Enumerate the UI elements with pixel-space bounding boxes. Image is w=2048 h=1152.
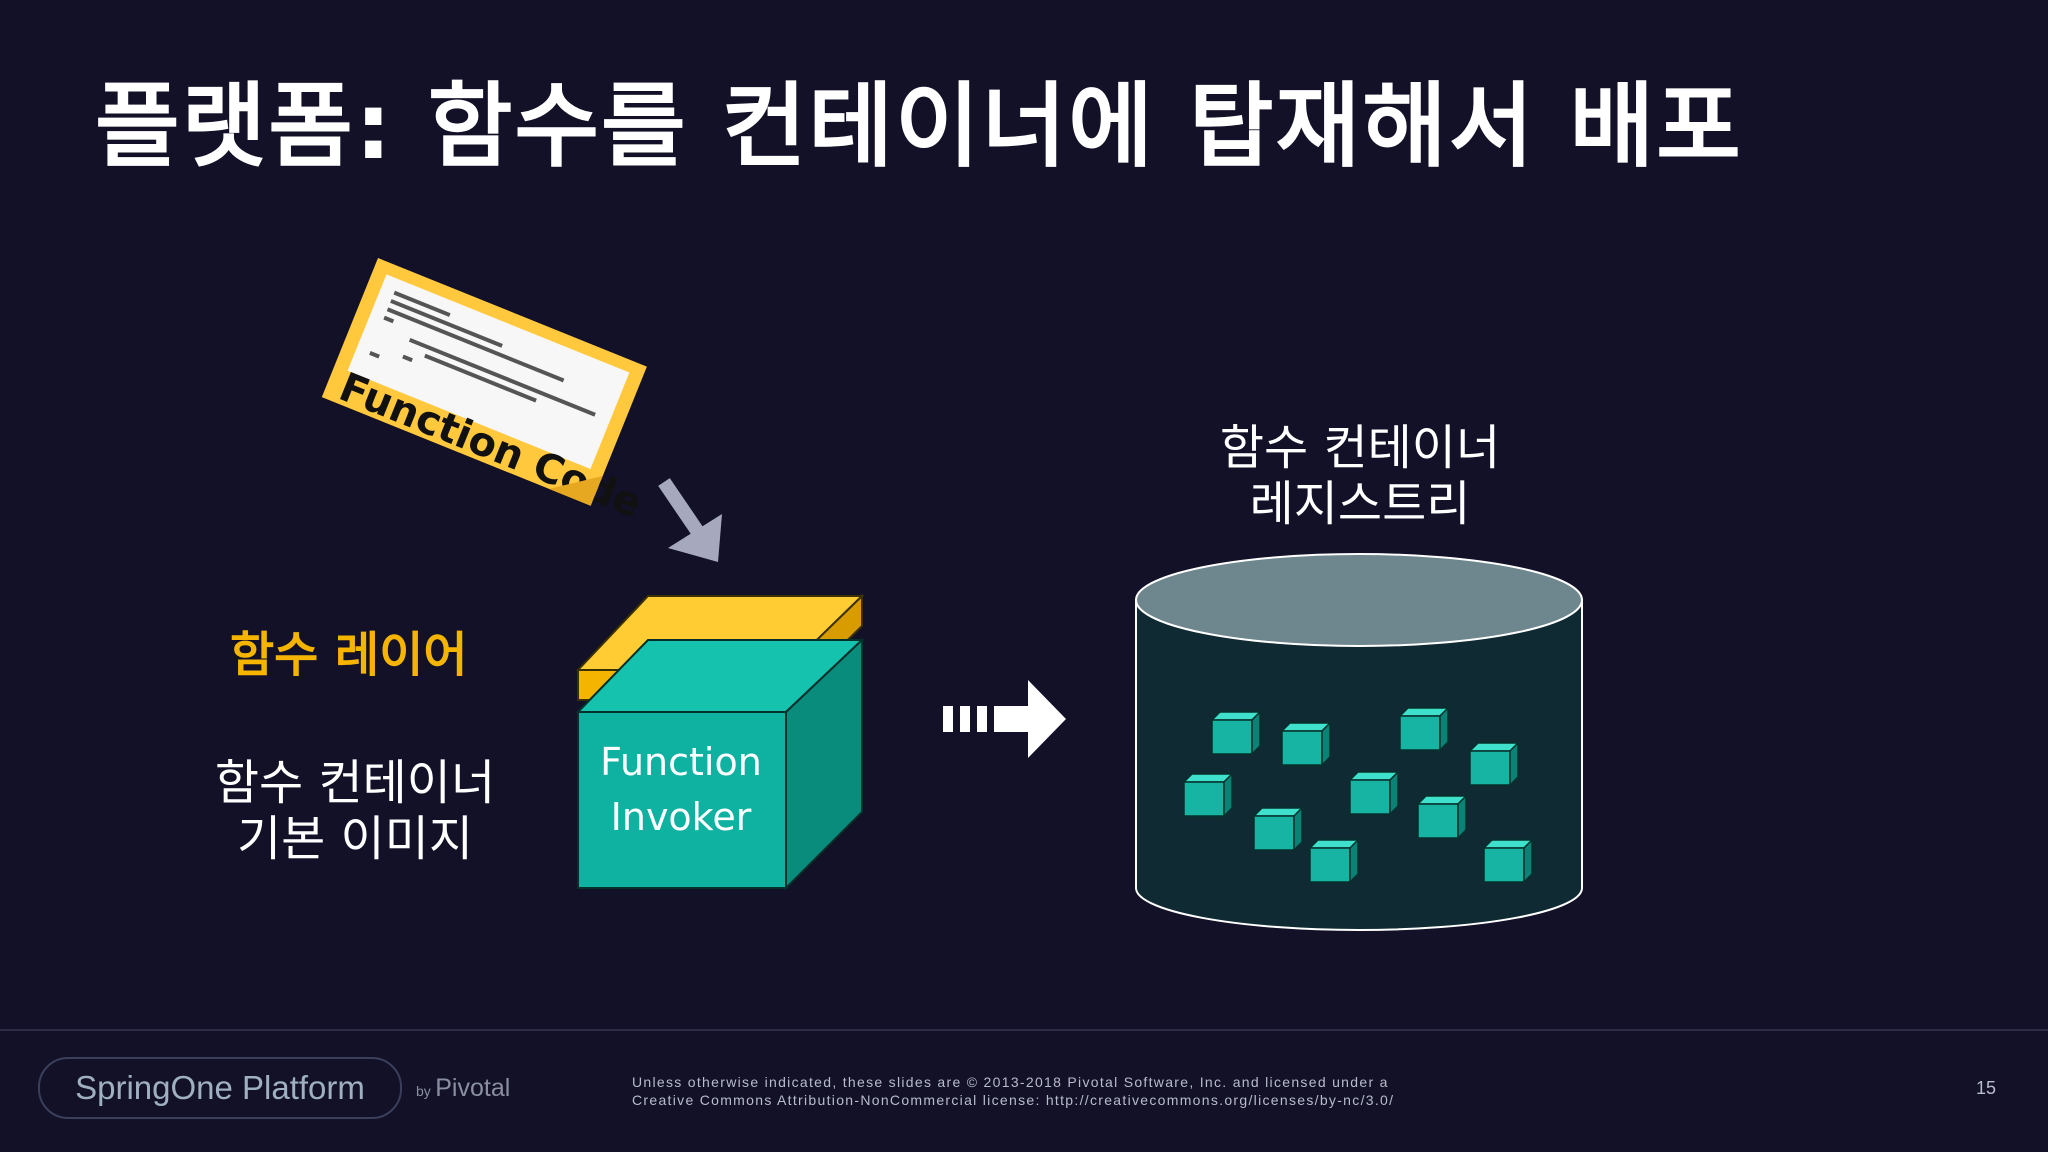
down-arrow-icon <box>658 478 722 562</box>
container-cube <box>1416 794 1468 840</box>
invoker-label-line2: Invoker <box>611 795 752 839</box>
invoker-label-line1: Function <box>600 740 762 784</box>
license-notice: Unless otherwise indicated, these slides… <box>632 1073 1532 1109</box>
function-layer-label: 함수 레이어 <box>230 627 468 683</box>
license-line2: Creative Commons Attribution-NonCommerci… <box>632 1092 1395 1108</box>
function-invoker-cube: Function Invoker <box>575 637 865 891</box>
registry-cubes <box>1182 706 1534 884</box>
pivotal-brand-text: Pivotal <box>435 1074 511 1102</box>
code-snippet-lines <box>369 290 596 417</box>
springone-logo-text: SpringOne Platform <box>75 1069 365 1106</box>
base-image-line2: 기본 이미지 <box>236 811 474 867</box>
container-cube <box>1348 770 1400 816</box>
right-arrow-icon <box>943 680 1066 758</box>
function-code-card: Function Code <box>321 258 648 527</box>
base-image-line1: 함수 컨테이너 <box>214 755 496 811</box>
registry-label: 함수 컨테이너 레지스트리 <box>1180 420 1540 532</box>
container-cube <box>1398 706 1450 752</box>
container-cube <box>1182 772 1234 818</box>
container-cube <box>1468 741 1520 787</box>
page-number: 15 <box>1976 1078 1997 1098</box>
springone-logo: SpringOne Platform <box>38 1057 402 1119</box>
registry-line2: 레지스트리 <box>1249 476 1471 532</box>
registry-cylinder <box>1135 553 1583 931</box>
base-image-label: 함수 컨테이너 기본 이미지 <box>190 755 520 867</box>
container-cube <box>1210 710 1262 756</box>
container-cube <box>1280 721 1332 767</box>
pivotal-logo: by Pivotal <box>416 1074 510 1103</box>
container-cube <box>1308 838 1360 884</box>
pivotal-by-text: by <box>416 1083 431 1099</box>
container-cube <box>1252 806 1304 852</box>
registry-line1: 함수 컨테이너 <box>1219 420 1501 476</box>
slide-title: 플랫폼: 함수를 컨테이너에 탑재해서 배포 <box>95 73 1743 180</box>
card-curl <box>548 476 603 506</box>
license-line1: Unless otherwise indicated, these slides… <box>632 1074 1389 1090</box>
footer-divider <box>0 1029 2048 1031</box>
container-cube <box>1482 838 1534 884</box>
